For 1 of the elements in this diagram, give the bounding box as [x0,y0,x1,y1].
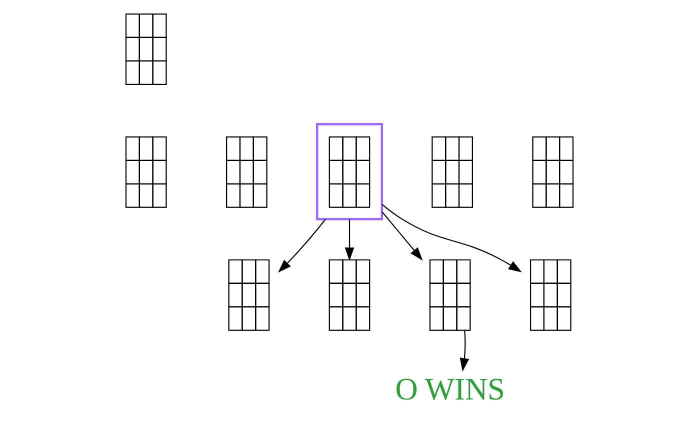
node-text: O WINS [395,370,505,406]
